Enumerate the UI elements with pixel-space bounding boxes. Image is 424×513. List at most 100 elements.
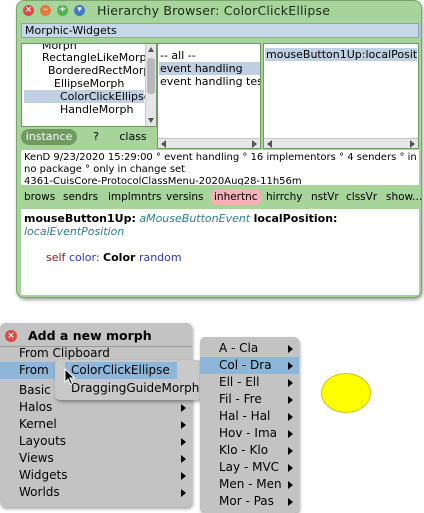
browser-toolbar: brows sendrs implmntrs versins inhertnc …: [21, 188, 422, 206]
add-morph-menu: × Add a new morph From Clipboard From Ba…: [0, 323, 192, 507]
menu-item-label: Hal - Hal: [219, 409, 271, 423]
scroll-right-icon[interactable]: [410, 140, 415, 148]
close-icon[interactable]: ×: [23, 5, 34, 16]
collapse-icon[interactable]: –: [40, 5, 51, 16]
menu-item-range[interactable]: Klo - Klo: [200, 442, 299, 459]
menu-item-label: From: [19, 363, 49, 377]
menu-item-range[interactable]: Fil - Fre: [200, 391, 299, 408]
class-hierarchy-list[interactable]: Morph RectangleLikeMorph BorderedRectMor…: [21, 43, 157, 127]
hierarchy-browser-window[interactable]: × – + ▾ Hierarchy Browser: ColorClickEll…: [16, 0, 422, 298]
menu-item-range[interactable]: Ell - Ell: [200, 374, 299, 391]
menu-item-range[interactable]: Lay - MVC: [200, 459, 299, 476]
selector-keyword: localPosition:: [253, 212, 338, 225]
class-list-scrollbar[interactable]: [145, 44, 156, 126]
list-item[interactable]: event handling test: [160, 75, 261, 88]
menu-item-kernel[interactable]: Kernel: [0, 416, 192, 433]
show-button[interactable]: show...: [386, 191, 423, 203]
menu-item-range[interactable]: Men - Men: [200, 476, 299, 493]
menu-item-label: Worlds: [19, 485, 60, 499]
list-item[interactable]: BorderedRectMorph: [48, 64, 157, 77]
submenu-arrow-icon: [288, 447, 293, 455]
menu-item-from-clipboard[interactable]: From Clipboard: [0, 345, 192, 362]
submenu-arrow-icon: [288, 379, 293, 387]
method-list[interactable]: mouseButton1Up:localPosition:: [263, 43, 419, 149]
menu-item-worlds[interactable]: Worlds: [0, 484, 192, 501]
argument-name: aMouseButtonEvent: [139, 212, 251, 225]
menu-item-label: Halos: [19, 400, 53, 414]
list-item-selected[interactable]: mouseButton1Up:localPosition:: [265, 48, 418, 61]
versions-button[interactable]: versins: [166, 191, 204, 203]
method-list-hscrollbar[interactable]: [264, 138, 418, 148]
mouse-cursor-icon: [64, 368, 76, 386]
menu-item-views[interactable]: Views: [0, 450, 192, 467]
category-field[interactable]: Morphic-Widgets: [21, 23, 419, 38]
list-item-selected[interactable]: ColorClickEllipse: [24, 90, 151, 103]
menu-divider: [0, 346, 192, 347]
info-line: 4361-CuisCore-ProtocolClassMenu-2020Aug2…: [24, 176, 302, 185]
menu-item-halos[interactable]: Halos: [0, 399, 192, 416]
implementors-button[interactable]: implmntrs: [108, 191, 162, 203]
scroll-left-icon[interactable]: [161, 140, 166, 148]
help-toggle[interactable]: ?: [93, 130, 99, 143]
menu-item-layouts[interactable]: Layouts: [0, 433, 192, 450]
menu-item-label: Views: [19, 451, 54, 465]
scroll-left-icon[interactable]: [267, 140, 272, 148]
list-item-selected[interactable]: event handling: [159, 62, 260, 75]
menu-item-label: Layouts: [19, 434, 67, 448]
menu-item-label: Hov - Ima: [219, 426, 278, 440]
instance-toggle[interactable]: instance: [21, 129, 77, 145]
expand-icon[interactable]: +: [57, 5, 68, 16]
menu-item-widgets[interactable]: Widgets: [0, 467, 192, 484]
method-signature: mouseButton1Up: aMouseButtonEvent localP…: [24, 212, 416, 225]
scroll-down-icon[interactable]: [148, 118, 154, 123]
menu-item-range[interactable]: Hov - Ima: [200, 425, 299, 442]
class-toggle[interactable]: class: [119, 130, 147, 143]
window-menu-icon[interactable]: ▾: [74, 5, 85, 16]
submenu-arrow-icon: [288, 362, 293, 370]
menu-item-draggingguidemorph[interactable]: DraggingGuideMorph: [55, 380, 202, 397]
method-info-pane: KenD 9/23/2020 15:29:00 ° event handling…: [21, 150, 419, 185]
submenu-arrow-icon: [288, 396, 293, 404]
code-editor[interactable]: mouseButton1Up: aMouseButtonEvent localP…: [21, 209, 419, 295]
info-line: no package ° only in change set: [24, 164, 186, 175]
menu-item-label: Men - Men: [219, 477, 282, 491]
scrollbar-thumb[interactable]: [147, 58, 155, 94]
submenu-arrow-icon: [288, 498, 293, 506]
menu-item-range[interactable]: Col - Dra: [200, 357, 299, 374]
menu-title: Add a new morph: [28, 328, 152, 343]
color-click-ellipse[interactable]: [321, 373, 371, 413]
submenu-arrow-icon: [181, 421, 186, 429]
selector-keyword: mouseButton1Up:: [24, 212, 136, 225]
class-vars-button[interactable]: clssVr: [346, 191, 378, 203]
close-icon[interactable]: ×: [5, 330, 17, 342]
inheritance-button[interactable]: inhertnc: [211, 189, 261, 205]
menu-item-colorclickellipse[interactable]: ColorClickEllipse: [65, 362, 177, 379]
menu-item-label: Widgets: [19, 468, 68, 482]
menu-item-label: Col - Dra: [219, 358, 272, 372]
list-item[interactable]: Morph: [42, 43, 77, 52]
submenu-arrow-icon: [288, 464, 293, 472]
menu-item-label: ColorClickEllipse: [71, 363, 170, 377]
senders-button[interactable]: sendrs: [63, 191, 99, 203]
scroll-right-icon[interactable]: [252, 140, 257, 148]
list-item[interactable]: HandleMorph: [60, 103, 134, 116]
scroll-up-icon[interactable]: [148, 47, 154, 52]
protocol-list-hscrollbar[interactable]: [158, 138, 260, 148]
protocol-list[interactable]: -- all -- event handling event handling …: [157, 43, 261, 149]
hierarchy-button[interactable]: hirrchy: [266, 191, 303, 203]
list-item[interactable]: EllipseMorph: [54, 77, 125, 90]
menu-item-range[interactable]: Hal - Hal: [200, 408, 299, 425]
menu-item-basic[interactable]: Basic: [0, 382, 192, 399]
list-item[interactable]: -- all --: [160, 49, 196, 62]
submenu-arrow-icon: [181, 438, 186, 446]
submenu-arrow-icon: [288, 430, 293, 438]
code-message: color:: [68, 251, 100, 264]
browse-button[interactable]: brows: [24, 191, 56, 203]
menu-item-range[interactable]: Mor - Pas: [200, 493, 299, 510]
menu-item-range[interactable]: A - Cla: [200, 340, 299, 357]
code-message: random: [138, 251, 182, 264]
inst-vars-button[interactable]: nstVr: [311, 191, 339, 203]
menu-item-label: DraggingGuideMorph: [71, 381, 200, 395]
code-self: self: [46, 251, 66, 264]
list-item[interactable]: RectangleLikeMorph: [42, 51, 154, 64]
